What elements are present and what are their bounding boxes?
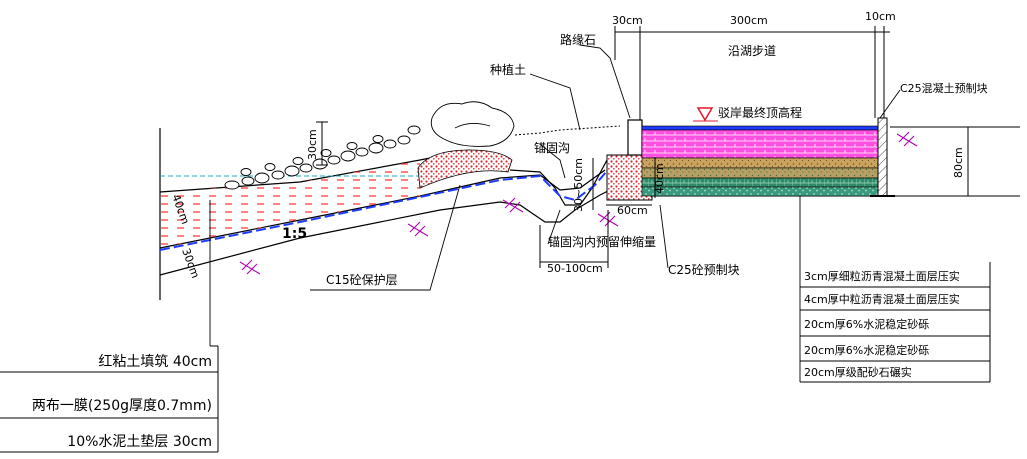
right-note-5: 20cm厚级配砂石碾实 [804, 365, 912, 379]
right-note-4: 20cm厚6%水泥稳定砂砾 [804, 343, 929, 357]
label-revetment-top: 驳岸最终顶高程 [718, 105, 802, 120]
dim-curb-block-height: 40cm [653, 163, 666, 194]
left-note-1: 红粘土填筑 40cm [98, 354, 212, 370]
left-note-2: 两布一膜(250g厚度0.7mm) [32, 398, 212, 414]
dim-walkway-width: 300cm [730, 14, 768, 27]
right-note-2: 4cm厚中粒沥青混凝土面层压实 [804, 292, 960, 306]
dim-edge-width: 10cm [865, 10, 896, 23]
planting-soil-line [514, 125, 621, 136]
label-curb-stone: 路缘石 [560, 32, 596, 47]
dim-ditch-span: 50-100cm [547, 262, 603, 275]
left-note-3: 10%水泥土垫层 30cm [67, 434, 212, 450]
geomembrane-line [159, 164, 613, 251]
slope-ratio-label: 1:5 [282, 226, 307, 242]
right-notes-table: 3cm厚细粒沥青混凝土面层压实 4cm厚中粒沥青混凝土面层压实 20cm厚6%水… [800, 262, 991, 383]
label-anchor-ditch: 锚固沟 [534, 140, 570, 155]
leader-lines [209, 44, 901, 382]
right-note-3: 20cm厚6%水泥稳定砂砾 [804, 317, 929, 331]
label-planting-soil: 种植土 [490, 62, 526, 77]
label-c15-protection: C15砼保护层 [326, 273, 398, 287]
dim-slope-top-height: 30cm [306, 129, 319, 160]
walkway-pavement [641, 125, 879, 197]
soil-hatch-symbols [239, 131, 918, 275]
dim-cushion-depth: 30cm [179, 247, 202, 280]
dimension-lines [316, 26, 974, 268]
label-c25-block: C25砼预制块 [668, 263, 740, 277]
red-clay-fill-zone [160, 160, 420, 248]
right-note-1: 3cm厚细粒沥青混凝土面层压实 [804, 269, 960, 283]
label-ditch-expansion: 锚固沟内预留伸缩量 [548, 234, 656, 249]
left-notes-table: 红粘土填筑 40cm 两布一膜(250g厚度0.7mm) 10%水泥土垫层 30… [0, 345, 219, 453]
dim-curb-width: 30cm [612, 14, 643, 27]
rock-riprap [224, 101, 515, 190]
elevation-marker-icon [693, 107, 718, 122]
c15-concrete-protection [417, 149, 513, 189]
dim-anchor-ditch-depth: 30~50cm [572, 158, 585, 212]
c25-precast-edge-block [877, 117, 888, 197]
curb-stone [627, 119, 643, 156]
dim-ditch-bottom-width: 60cm [617, 204, 648, 217]
label-c25-precast-right: C25混凝土预制块 [900, 81, 988, 95]
dim-pavement-depth: 80cm [952, 147, 965, 178]
label-walkway: 沿湖步道 [728, 43, 776, 58]
